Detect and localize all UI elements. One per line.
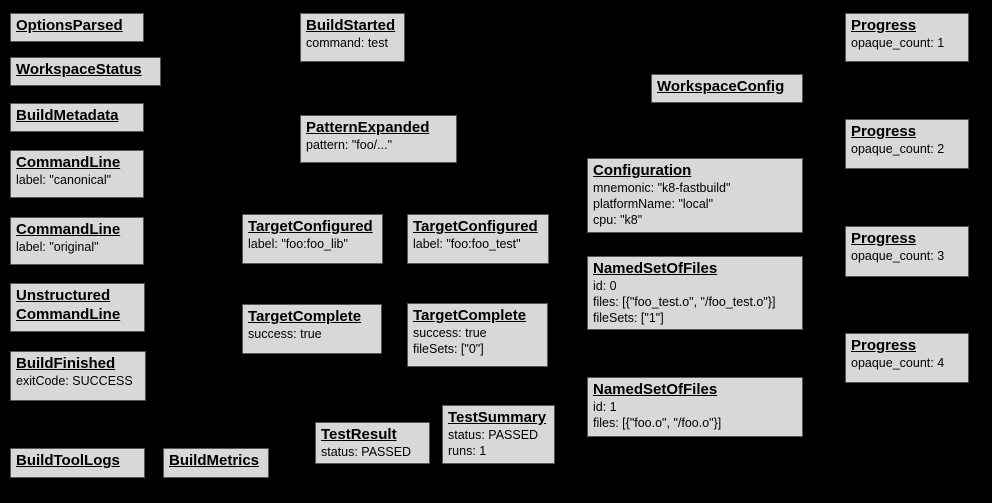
node-title: BuildFinished [16,355,116,372]
node-title: TargetComplete [413,307,527,324]
node-attribute: platformName: "local" [593,197,714,211]
node-title: OptionsParsed [16,17,123,34]
node-test-result: TestResult status: PASSED [315,422,430,464]
node-title: Configuration [593,162,692,179]
node-progress-2: Progress opaque_count: 2 [845,119,969,169]
node-target-configured-lib: TargetConfigured label: "foo:foo_lib" [242,214,383,264]
node-configuration: Configuration mnemonic: "k8-fastbuild" pla… [587,158,803,233]
node-build-tool-logs: BuildToolLogs [10,448,145,478]
node-title: CommandLine [16,306,121,323]
node-title: TargetConfigured [413,218,538,235]
node-title: Unstructured [16,287,111,304]
node-build-metrics: BuildMetrics [163,448,269,478]
node-title: CommandLine [16,154,121,171]
node-test-summary: TestSummary status: PASSED runs: 1 [442,405,555,464]
node-attribute: opaque_count: 1 [851,36,945,50]
node-workspace-config: WorkspaceConfig [651,74,803,103]
node-title: TargetConfigured [248,218,373,235]
node-title: Progress [851,230,917,247]
node-attribute: opaque_count: 4 [851,356,945,370]
node-title: TestSummary [448,409,547,426]
node-attribute: opaque_count: 3 [851,249,945,263]
node-attribute: success: true [413,326,487,340]
node-attribute: success: true [248,327,322,341]
node-attribute: pattern: "foo/..." [306,138,393,152]
node-named-set-of-files-1: NamedSetOfFiles id: 1 files: [{"foo.o", "/… [587,377,803,437]
node-title: Progress [851,17,917,34]
node-attribute: fileSets: ["1"] [593,311,664,325]
node-attribute: status: PASSED [448,428,539,442]
node-attribute: status: PASSED [321,445,412,459]
node-title: TestResult [321,426,397,443]
node-build-finished: BuildFinished exitCode: SUCCESS [10,351,146,401]
node-attribute: runs: 1 [448,444,487,458]
node-attribute: label: "original" [16,240,99,254]
node-title: WorkspaceStatus [16,61,142,78]
node-attribute: files: [{"foo.o", "/foo.o"}] [593,416,722,430]
node-title: TargetComplete [248,308,362,325]
node-title: BuildStarted [306,17,396,34]
node-progress-1: Progress opaque_count: 1 [845,13,969,62]
node-attribute: id: 1 [593,400,617,414]
node-title: BuildToolLogs [16,452,120,469]
node-named-set-of-files-0: NamedSetOfFiles id: 0 files: [{"foo_test.o… [587,256,803,330]
node-attribute: files: [{"foo_test.o", "/foo_test.o"}] [593,295,776,309]
node-progress-4: Progress opaque_count: 4 [845,333,969,383]
node-target-configured-test: TargetConfigured label: "foo:foo_test" [407,214,549,264]
node-title: BuildMetadata [16,107,119,124]
node-command-line-original: CommandLine label: "original" [10,217,144,265]
node-title: NamedSetOfFiles [593,381,718,398]
node-workspace-status: WorkspaceStatus [10,57,161,86]
node-title: NamedSetOfFiles [593,260,718,277]
node-title: CommandLine [16,221,121,238]
node-title: Progress [851,337,917,354]
node-attribute: label: "foo:foo_lib" [248,237,348,251]
node-attribute: mnemonic: "k8-fastbuild" [593,181,731,195]
node-progress-3: Progress opaque_count: 3 [845,226,969,277]
node-attribute: command: test [306,36,388,50]
node-attribute: label: "canonical" [16,173,112,187]
node-build-metadata: BuildMetadata [10,103,144,132]
node-attribute: fileSets: ["0"] [413,342,484,356]
node-build-started: BuildStarted command: test [300,13,405,62]
node-attribute: opaque_count: 2 [851,142,945,156]
node-attribute: label: "foo:foo_test" [413,237,521,251]
node-pattern-expanded: PatternExpanded pattern: "foo/..." [300,115,457,163]
node-title: Progress [851,123,917,140]
node-attribute: exitCode: SUCCESS [16,374,133,388]
node-title: WorkspaceConfig [657,78,785,95]
node-title: PatternExpanded [306,119,430,136]
node-attribute: cpu: "k8" [593,213,643,227]
node-command-line-canonical: CommandLine label: "canonical" [10,150,144,198]
node-target-complete-test: TargetComplete success: true fileSets: ["0… [407,303,548,367]
node-options-parsed: OptionsParsed [10,13,144,42]
node-target-complete-lib: TargetComplete success: true [242,304,382,354]
node-attribute: id: 0 [593,279,617,293]
node-title: BuildMetrics [169,452,260,469]
